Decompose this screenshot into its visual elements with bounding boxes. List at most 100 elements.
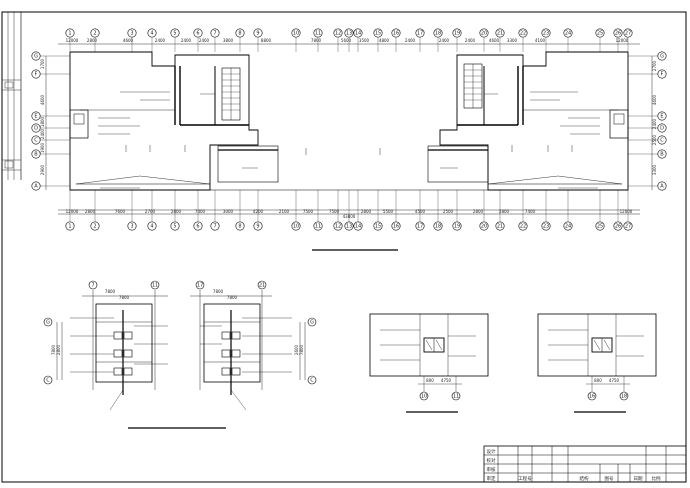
bottom-axis-bubble: 1 <box>65 221 75 231</box>
bottom-axis-bubble-label: 10 <box>293 224 299 230</box>
bottom-dim-label: 2700 <box>145 209 156 214</box>
top-dim-label: 3500 <box>359 38 370 43</box>
bottom-dim-label: 2800 <box>85 209 96 214</box>
top-axis-bubble: 5 <box>170 28 180 38</box>
left-axis-bubble: A <box>31 181 41 191</box>
title-block-project-label: 工程号 <box>518 475 532 482</box>
top-axis-bubble: 4 <box>147 28 157 38</box>
left-dim-label: 1800 <box>40 116 45 127</box>
top-axis-bubble: 15 <box>373 28 383 38</box>
bottom-dim-label: 4200 <box>253 209 264 214</box>
right-dim-label: 2500 <box>652 134 657 145</box>
title-block-cell-label: 图号 <box>605 476 614 482</box>
bottom-axis-bubble: 9 <box>253 221 263 231</box>
top-axis-bubble: 26 <box>613 28 623 38</box>
left-axis-bubble: C <box>31 135 41 145</box>
top-axis-bubble-label: 27 <box>625 31 631 37</box>
left-axis-bubble-label: G <box>34 54 38 60</box>
left-axis-bubble: D <box>31 123 41 133</box>
left-axis-bubble-label: C <box>34 138 38 144</box>
detail2-side-dim: 2600 <box>294 344 299 355</box>
left-dim-label: 2400 <box>40 128 45 139</box>
left-axis-bubble-label: D <box>34 126 38 132</box>
bottom-axis-bubble-label: 24 <box>565 224 571 230</box>
detail3-axis: 10 <box>419 391 429 401</box>
title-block-row-label: 审核 <box>487 466 496 473</box>
top-axis-bubble-label: 23 <box>543 31 549 37</box>
bottom-axis-bubble-label: 17 <box>417 224 423 230</box>
bottom-axis-bubble-label: 14 <box>355 224 361 230</box>
bottom-axis-bubble: 23 <box>541 221 551 231</box>
top-axis-bubble-label: 5 <box>173 31 176 37</box>
right-axis-bubble: E <box>657 111 667 121</box>
left-axis-bubble: E <box>31 111 41 121</box>
title-block-row-label: 审定 <box>487 475 496 482</box>
bottom-axis-bubble-label: 8 <box>238 224 241 230</box>
detail2-axis: C <box>307 375 317 385</box>
top-dim-label: 12000 <box>616 38 629 43</box>
top-axis-bubble-label: 22 <box>520 31 526 37</box>
bottom-dim-label: 2500 <box>443 209 454 214</box>
detail2-side-dim: 7800 <box>299 344 304 355</box>
bottom-axis-bubble: 8 <box>235 221 245 231</box>
left-axis-bubble-label: E <box>34 114 37 120</box>
detail2-axis-label: G <box>310 320 314 326</box>
bottom-dim-label: 2800 <box>171 209 182 214</box>
bottom-axis-bubble-label: 5 <box>173 224 176 230</box>
bottom-axis-bubble-label: 12 <box>335 224 341 230</box>
left-dim-label: 1700 <box>40 58 45 69</box>
top-axis-bubble: 27 <box>623 28 633 38</box>
bottom-axis-bubble-label: 27 <box>625 224 631 230</box>
title-block-row-label: 校对 <box>487 457 496 464</box>
right-axis-bubble: F <box>657 69 667 79</box>
top-axis-bubble-label: 4 <box>150 31 153 37</box>
right-axis-bubble: D <box>657 123 667 133</box>
bottom-axis-bubble-label: 6 <box>196 224 199 230</box>
detail4-axis-label: 18 <box>621 394 627 400</box>
right-axis-bubble: A <box>657 181 667 191</box>
bottom-axis-bubble: 20 <box>479 221 489 231</box>
top-axis-bubble: 12 <box>333 28 343 38</box>
right-axis-bubble-label: F <box>661 72 664 78</box>
left-axis-bubble-label: F <box>35 72 38 78</box>
top-dim-label: 4600 <box>489 38 500 43</box>
top-dim-label: 2400 <box>199 38 210 43</box>
bottom-axis-bubble: 18 <box>433 221 443 231</box>
bottom-axis-bubble: 5 <box>170 221 180 231</box>
bottom-dim-label: 4500 <box>415 209 426 214</box>
title-block-row-label: 设计 <box>487 448 496 455</box>
detail1-axis-label: C <box>46 378 50 384</box>
detail2-axis: 17 <box>195 280 205 290</box>
bottom-dim-label: 7500 <box>329 209 340 214</box>
top-axis-bubble-label: 26 <box>615 31 621 37</box>
detail3-dim: 800 <box>426 378 434 383</box>
bottom-axis-bubble: 16 <box>391 221 401 231</box>
bottom-axis-bubble: 21 <box>495 221 505 231</box>
top-axis-bubble-label: 11 <box>315 31 321 37</box>
bottom-dim-label: 2800 <box>499 209 510 214</box>
bottom-axis-bubble-label: 15 <box>375 224 381 230</box>
bottom-dim-label: 7500 <box>303 209 314 214</box>
top-dim-label: 2800 <box>87 38 98 43</box>
top-axis-bubble-label: 14 <box>355 31 361 37</box>
title-block-text: 设计校对审核审定工程号结构图号日期比例 <box>487 448 661 482</box>
bottom-dim-label: 7400 <box>525 209 536 214</box>
top-axis-bubble: 6 <box>193 28 203 38</box>
bottom-axis-bubble: 22 <box>518 221 528 231</box>
left-axis-bubble-label: B <box>34 152 38 158</box>
bottom-axis-bubble-label: 9 <box>256 224 259 230</box>
top-axis-bubble: 16 <box>391 28 401 38</box>
top-axis-bubble: 1 <box>65 28 75 38</box>
right-axis-bubble: G <box>657 51 667 61</box>
top-dim-label: 2400 <box>155 38 166 43</box>
bottom-axis-bubble-label: 1 <box>68 224 71 230</box>
detail2-axis: 21 <box>257 280 267 290</box>
left-axis-bubble-label: A <box>34 184 38 190</box>
bottom-dim-label: 2800 <box>361 209 372 214</box>
